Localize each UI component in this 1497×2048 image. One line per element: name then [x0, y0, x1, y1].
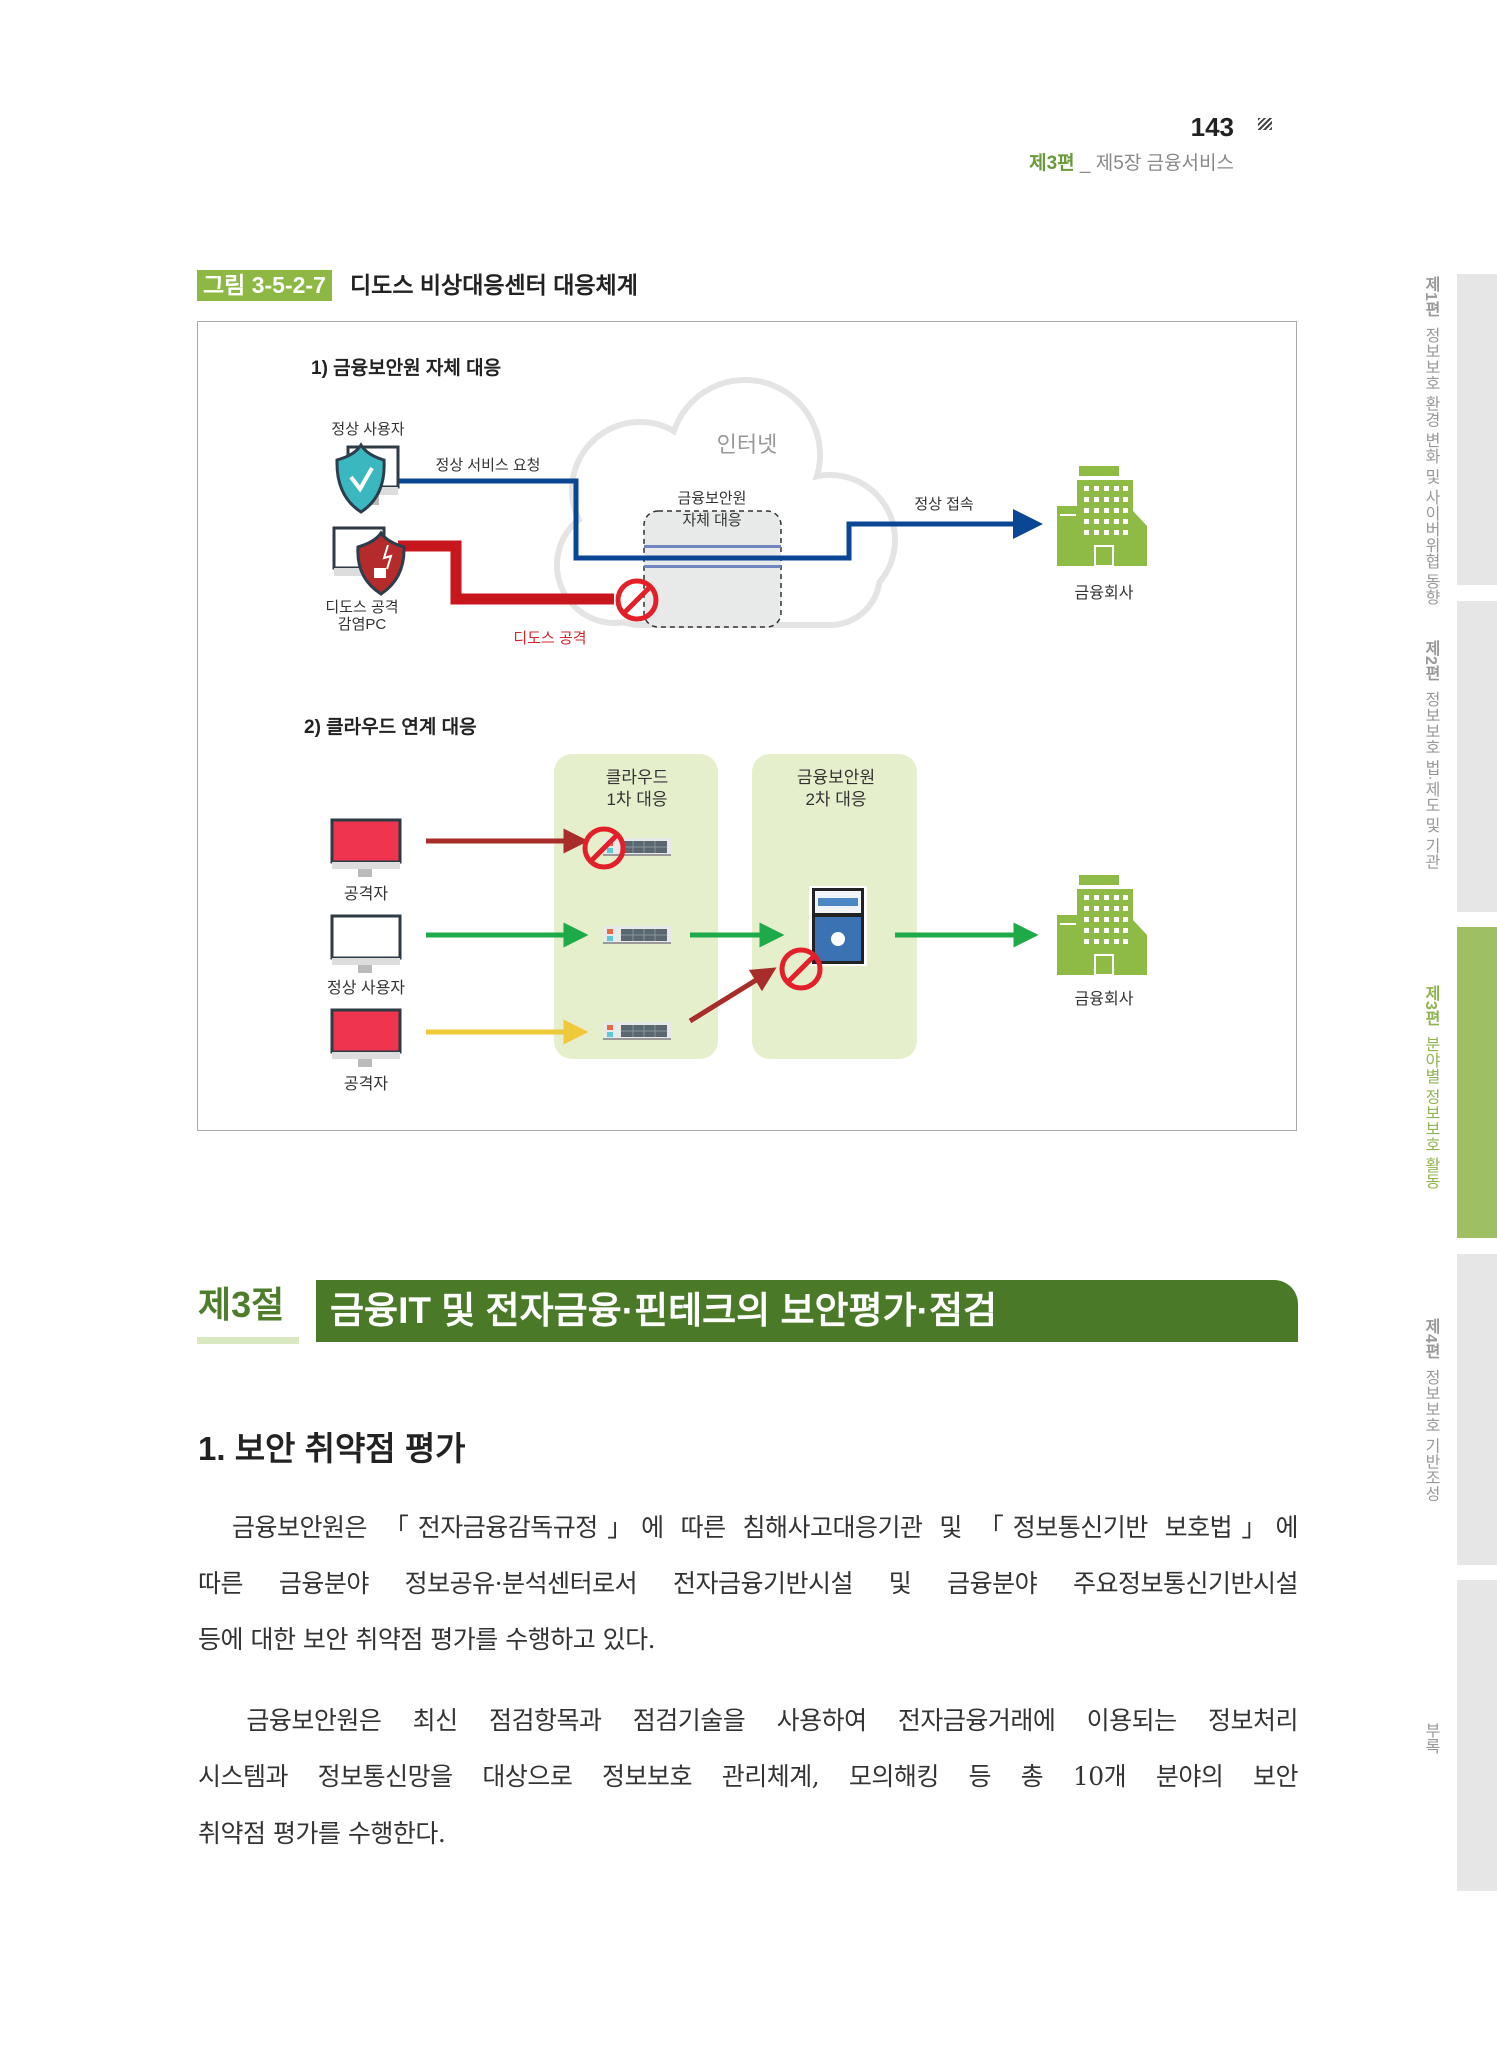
side-tab-part-number: 제3편: [1422, 985, 1439, 1026]
attacker-label: 공격자: [344, 885, 388, 903]
normal-request-line: [398, 478, 1043, 561]
running-header-part: 제3편: [1029, 153, 1075, 174]
side-tab-label-part1[interactable]: 제1편정보보호 환경 변화 및 사이버위협 동향: [1412, 276, 1442, 605]
figure-frame: [197, 321, 1297, 1131]
side-tab-part-number: 제4편: [1422, 1318, 1439, 1359]
side-tab-part1[interactable]: [1457, 274, 1497, 585]
ddos-attack-line: [398, 540, 614, 605]
figure-title: 디도스 비상대응센터 대응체계: [350, 272, 638, 298]
side-tab-title: 정보보호 법·제도 및 기관: [1422, 690, 1439, 870]
normal-user-label: 정상 사용자: [327, 979, 405, 997]
shield-check-icon: [335, 442, 386, 514]
attack-arrow: [688, 967, 777, 1024]
subsection-title: 1. 보안 취약점 평가: [198, 1430, 466, 1467]
side-tab-label-appendix[interactable]: 부록: [1412, 1722, 1442, 1754]
fsi-security-device-icon: [809, 886, 867, 966]
side-tab-title: 정보보호 환경 변화 및 사이버위협 동향: [1422, 326, 1439, 606]
fsi-self-response-box: [643, 510, 782, 628]
side-tab-title: 분야별 정보보호 활동: [1422, 1035, 1439, 1189]
cloud-label: 클라우드: [606, 768, 669, 787]
paragraph-2-line: 금융보안원은 최신 점검항목과 점검기술을 사용하여 전자금융거래에 이용되는 …: [198, 1706, 1298, 1735]
corner-mark-icon: [1258, 118, 1272, 130]
side-tab-part2[interactable]: [1457, 601, 1497, 912]
fsi-label: 금융보안원: [797, 768, 875, 787]
self-response-label: 자체 대응: [682, 512, 741, 529]
financial-company-label: 금융회사: [1075, 584, 1134, 602]
attacker-computer-icon: [330, 818, 402, 877]
section-title: 금융IT 및 전자금융·핀테크의 보안평가·점검: [330, 1290, 998, 1331]
normal-access-label: 정상 접속: [914, 496, 974, 513]
side-tab-label-part2[interactable]: 제2편정보보호 법·제도 및 기관: [1412, 640, 1442, 870]
side-tab-appendix[interactable]: [1457, 1580, 1497, 1891]
financial-company-building-icon: [1056, 874, 1148, 976]
running-header: 제3편 _ 제5장 금융서비스: [900, 148, 1234, 175]
first-response-label: 1차 대응: [606, 790, 667, 809]
normal-user-computer-icon: [330, 914, 402, 973]
section-number-underline: [197, 1337, 299, 1344]
second-response-label: 2차 대응: [805, 790, 866, 809]
page-number: 143: [1190, 112, 1234, 142]
paragraph-1-line: 등에 대한 보안 취약점 평가를 수행하고 있다.: [198, 1625, 656, 1654]
ddos-response-diagram: 1) 금융보안원 자체 대응 인터넷 금융보안원 자체 대응 정상 사용자 정상…: [304, 357, 1148, 1093]
running-header-separator: _: [1079, 153, 1091, 174]
cloud-server-icon: [602, 1021, 672, 1041]
part2-title: 2) 클라우드 연계 대응: [304, 716, 477, 738]
side-tab-part3[interactable]: [1457, 927, 1497, 1238]
paragraph-1-line: 따른 금융분야 정보공유·분석센터로서 전자금융기반시설 및 금융분야 주요정보…: [198, 1569, 1299, 1598]
paragraph-2-line: 취약점 평가를 수행한다.: [198, 1819, 446, 1848]
cloud-server-icon: [602, 925, 672, 945]
part1-title: 1) 금융보안원 자체 대응: [311, 357, 501, 379]
attacker-computer-icon: [330, 1008, 402, 1067]
infected-pc-label-line1: 디도스 공격: [325, 599, 398, 616]
normal-user-label: 정상 사용자: [331, 421, 404, 438]
financial-company-label: 금융회사: [1075, 990, 1134, 1008]
section-title-bar: [316, 1280, 1298, 1342]
fsi-label: 금융보안원: [677, 490, 746, 507]
section-number: 제3절: [198, 1284, 285, 1325]
paragraph-1-line: 금융보안원은 「전자금융감독규정」에 따른 침해사고대응기관 및 「정보통신기반…: [198, 1513, 1299, 1542]
paragraph-2-line: 시스템과 정보통신망을 대상으로 정보보호 관리체계, 모의해킹 등 총 10개…: [198, 1762, 1299, 1791]
side-tab-label-part4[interactable]: 제4편정보보호 기반조성: [1412, 1318, 1442, 1501]
figure-number-badge: 그림 3-5-2-7: [197, 270, 332, 301]
infected-pc-label-line2: 감염PC: [338, 616, 387, 633]
running-header-chapter: 제5장 금융서비스: [1095, 153, 1234, 174]
side-tab-part-number: 제1편: [1422, 276, 1439, 317]
side-tab-title: 정보보호 기반조성: [1422, 1368, 1439, 1502]
side-tab-part-number: 제2편: [1422, 640, 1439, 681]
side-tab-part4[interactable]: [1457, 1254, 1497, 1565]
side-tab-label-part3[interactable]: 제3편분야별 정보보호 활동: [1412, 985, 1442, 1189]
infected-pc-icon: [332, 526, 406, 596]
side-tab-title: 부록: [1422, 1722, 1439, 1754]
internet-label: 인터넷: [717, 432, 778, 457]
financial-company-building-icon: [1056, 465, 1148, 567]
ddos-attack-label: 디도스 공격: [513, 630, 586, 647]
attacker-label: 공격자: [344, 1075, 388, 1093]
normal-request-label: 정상 서비스 요청: [436, 457, 541, 474]
